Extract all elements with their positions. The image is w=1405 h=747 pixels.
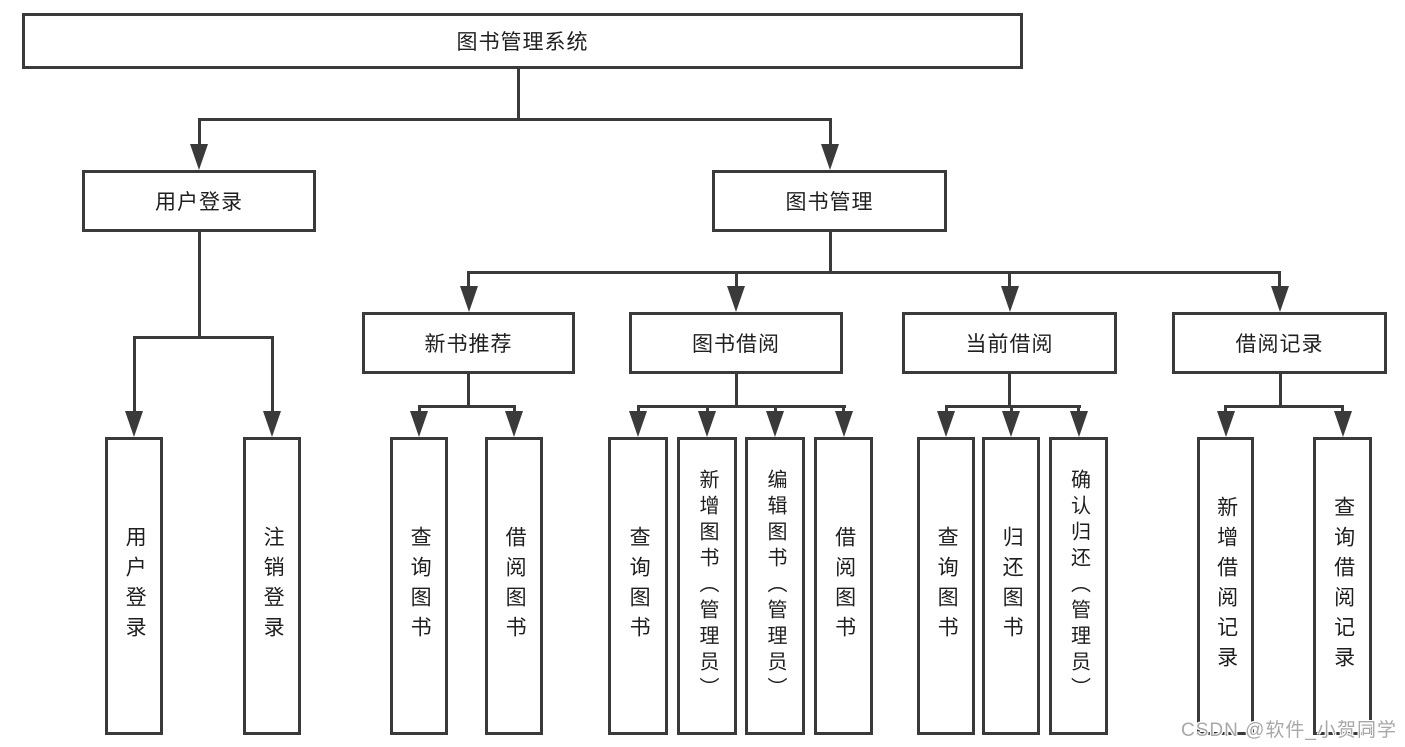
connector-line xyxy=(1009,405,1013,415)
connector-line xyxy=(734,271,738,289)
arrow-down-icon xyxy=(410,411,428,437)
connector-line xyxy=(197,232,201,336)
node-borrowing-records: 借阅记录 xyxy=(1172,312,1387,374)
leaf-query-books-2: 查询图书 xyxy=(608,437,668,735)
leaf-add-borrow-record: 新增借阅记录 xyxy=(1197,437,1254,735)
connector-line xyxy=(197,118,832,121)
arrow-down-icon xyxy=(125,411,143,437)
connector-line xyxy=(944,405,948,415)
arrow-down-icon xyxy=(727,286,745,312)
arrow-down-icon xyxy=(629,411,647,437)
node-root-system: 图书管理系统 xyxy=(22,13,1023,69)
arrow-down-icon xyxy=(937,411,955,437)
connector-line xyxy=(512,405,516,415)
connector-line xyxy=(132,336,274,339)
connector-line xyxy=(466,374,470,407)
connector-line xyxy=(1008,374,1011,407)
leaf-return-book: 归还图书 xyxy=(982,437,1040,735)
leaf-query-books-3: 查询图书 xyxy=(917,437,975,735)
connector-line xyxy=(1077,405,1080,415)
arrow-down-icon xyxy=(1069,411,1088,437)
arrow-down-icon xyxy=(698,411,716,437)
leaf-borrow-books-2: 借阅图书 xyxy=(814,437,873,735)
connector-line xyxy=(1008,271,1011,289)
arrow-down-icon xyxy=(1333,411,1352,437)
arrow-down-icon xyxy=(459,286,478,312)
connector-line xyxy=(417,405,516,408)
arrow-down-icon xyxy=(1216,411,1235,437)
connector-line xyxy=(1278,271,1281,289)
leaf-query-books-1: 查询图书 xyxy=(390,437,448,735)
connector-line xyxy=(197,118,201,148)
connector-line xyxy=(467,271,1281,274)
connector-line xyxy=(828,232,832,273)
arrow-down-icon xyxy=(821,144,839,170)
connector-line xyxy=(944,405,1081,408)
node-new-book-recommend: 新书推荐 xyxy=(362,312,575,374)
csdn-watermark: CSDN @软件_小贺同学 xyxy=(1181,720,1397,741)
connector-line xyxy=(1278,374,1282,407)
arrow-down-icon xyxy=(834,411,853,437)
arrow-down-icon xyxy=(263,411,281,437)
connector-line xyxy=(828,118,832,148)
leaf-logout: 注销登录 xyxy=(243,437,301,735)
arrow-down-icon xyxy=(1002,411,1020,437)
connector-line xyxy=(132,336,136,414)
arrow-down-icon xyxy=(766,411,784,437)
node-book-management: 图书管理 xyxy=(712,170,947,232)
connector-line xyxy=(1224,405,1227,415)
leaf-query-borrow-record: 查询借阅记录 xyxy=(1313,437,1372,735)
arrow-down-icon xyxy=(1000,286,1019,312)
connector-line xyxy=(517,69,520,118)
node-user-login: 用户登录 xyxy=(82,170,316,232)
connector-line xyxy=(636,405,640,415)
connector-line xyxy=(842,405,845,415)
connector-line xyxy=(734,374,738,407)
leaf-user-login: 用户登录 xyxy=(105,437,163,735)
connector-line xyxy=(467,271,470,289)
arrow-down-icon xyxy=(190,144,208,170)
connector-line xyxy=(1341,405,1344,415)
arrow-down-icon xyxy=(505,411,523,437)
connector-line xyxy=(270,336,274,414)
connector-line xyxy=(705,405,709,415)
connector-line xyxy=(1224,405,1344,408)
connector-line xyxy=(773,405,777,415)
arrow-down-icon xyxy=(1270,286,1289,312)
leaf-borrow-books-1: 借阅图书 xyxy=(485,437,543,735)
node-book-borrowing: 图书借阅 xyxy=(629,312,843,374)
connector-line xyxy=(417,405,421,415)
connector-line xyxy=(636,405,846,408)
node-current-borrowing: 当前借阅 xyxy=(902,312,1117,374)
leaf-add-book-admin: 新增图书（管理员） xyxy=(677,437,737,735)
leaf-confirm-return-admin: 确认归还（管理员） xyxy=(1049,437,1108,735)
leaf-edit-book-admin: 编辑图书（管理员） xyxy=(745,437,805,735)
